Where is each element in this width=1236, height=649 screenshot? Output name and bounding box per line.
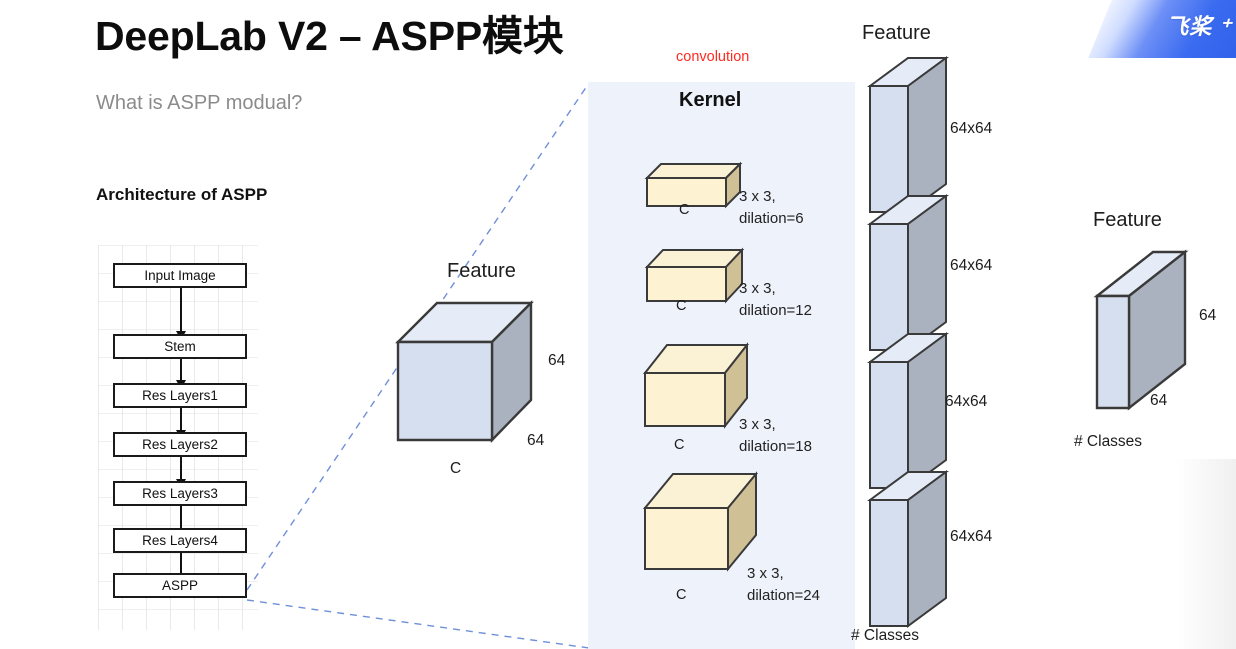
output-slab-4 xyxy=(866,468,958,643)
input-feature-depth-label: 64 xyxy=(548,352,566,369)
flow-node-label: Stem xyxy=(164,339,196,354)
flow-arrow-5 xyxy=(176,506,186,537)
flow-arrow-2 xyxy=(176,359,186,389)
kernel-box-dilation-18 xyxy=(642,337,763,442)
input-feature-cube xyxy=(395,290,545,455)
final-feature-title: Feature xyxy=(1093,209,1162,231)
flow-node-label: Res Layers1 xyxy=(142,388,218,403)
input-feature-width-label: 64 xyxy=(527,432,545,449)
brand-logo: 飞桨 ⁺ xyxy=(1086,0,1236,58)
kernel-4-spec: 3 x 3, dilation=24 xyxy=(747,563,820,607)
kernel-1-size: 3 x 3, xyxy=(739,188,776,205)
input-feature-title: Feature xyxy=(447,260,516,282)
flow-node-label: Res Layers2 xyxy=(142,437,218,452)
final-feature-slab xyxy=(1093,246,1195,426)
flow-arrow-3 xyxy=(176,408,186,439)
kernel-panel-title: Kernel xyxy=(679,89,742,111)
kernel-3-size: 3 x 3, xyxy=(739,416,776,433)
flow-node-res-layers4: Res Layers4 xyxy=(113,528,247,553)
flow-node-res-layers1: Res Layers1 xyxy=(113,383,247,408)
final-feature-depth-label: 64 xyxy=(1199,307,1217,324)
kernel-3-dilation: dilation=18 xyxy=(739,438,812,455)
kernel-box-dilation-12 xyxy=(644,245,755,315)
output-slab-1-size-label: 64x64 xyxy=(950,120,993,137)
kernel-2-dilation: dilation=12 xyxy=(739,302,812,319)
kernel-4-dilation: dilation=24 xyxy=(747,587,820,604)
convolution-label: convolution xyxy=(676,49,750,65)
flow-arrow-4 xyxy=(176,457,186,488)
final-feature-classes-label: # Classes xyxy=(1074,433,1143,450)
kernel-box-dilation-6 xyxy=(644,160,755,220)
output-slab-1 xyxy=(866,54,958,229)
corner-gradient-decoration xyxy=(1176,459,1236,649)
output-slab-4-size-label: 64x64 xyxy=(950,528,993,545)
kernel-3-channel-label: C xyxy=(674,437,685,453)
page-title: DeepLab V2 – ASPP模块 xyxy=(95,13,564,59)
flow-node-label: Input Image xyxy=(144,268,216,283)
logo-label: 飞桨 ⁺ xyxy=(1166,14,1232,39)
output-slab-3 xyxy=(866,330,958,505)
flow-node-input-image: Input Image xyxy=(113,263,247,288)
page-subtitle: What is ASPP modual? xyxy=(96,92,303,114)
kernel-1-channel-label: C xyxy=(679,202,690,218)
kernel-1-dilation: dilation=6 xyxy=(739,210,804,227)
output-slab-2 xyxy=(866,192,958,367)
flow-node-label: Res Layers4 xyxy=(142,533,218,548)
kernel-3-spec: 3 x 3, dilation=18 xyxy=(739,414,812,458)
flow-node-res-layers2: Res Layers2 xyxy=(113,432,247,457)
flow-node-label: Res Layers3 xyxy=(142,486,218,501)
kernel-2-spec: 3 x 3, dilation=12 xyxy=(739,278,812,322)
kernel-4-channel-label: C xyxy=(676,587,687,603)
kernel-2-size: 3 x 3, xyxy=(739,280,776,297)
kernel-4-size: 3 x 3, xyxy=(747,565,784,582)
section-heading: Architecture of ASPP xyxy=(96,185,268,204)
final-feature-width-label: 64 xyxy=(1150,392,1168,409)
output-stack-classes-label: # Classes xyxy=(851,627,920,644)
flow-node-stem: Stem xyxy=(113,334,247,359)
output-slab-3-size-label: 64x64 xyxy=(945,393,988,410)
kernel-1-spec: 3 x 3, dilation=6 xyxy=(739,186,804,230)
kernel-2-channel-label: C xyxy=(676,298,687,314)
kernel-box-dilation-24 xyxy=(642,463,773,588)
input-feature-channel-label: C xyxy=(450,460,462,477)
output-stack-title: Feature xyxy=(862,22,931,44)
flow-arrow-1 xyxy=(176,288,186,340)
flow-node-aspp: ASPP xyxy=(113,573,247,598)
output-slab-2-size-label: 64x64 xyxy=(950,257,993,274)
flow-node-label: ASPP xyxy=(161,578,199,593)
flow-node-res-layers3: Res Layers3 xyxy=(113,481,247,506)
